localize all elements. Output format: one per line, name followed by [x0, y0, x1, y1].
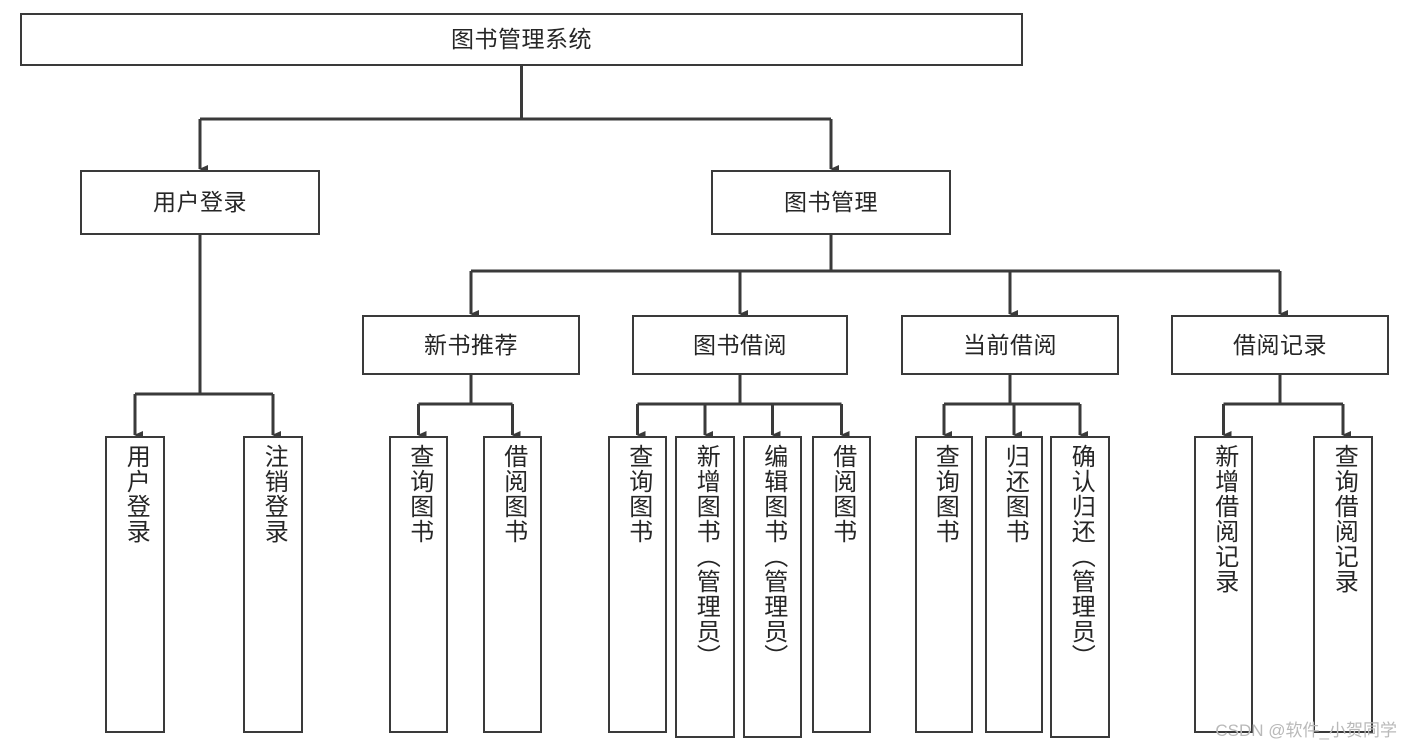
node-label: 查询图书	[624, 444, 652, 544]
node-leaf-rec-add[interactable]: 新增借阅记录	[1194, 436, 1253, 733]
node-leaf-nb-query[interactable]: 查询图书	[389, 436, 448, 733]
node-records[interactable]: 借阅记录	[1171, 315, 1389, 375]
node-label: 查询借阅记录	[1330, 444, 1358, 594]
node-label: 用户登录	[122, 444, 150, 544]
node-leaf-bo-add[interactable]: 新增图书（管理员）	[675, 436, 735, 738]
node-label: 新书推荐	[424, 331, 518, 358]
node-label: 借阅记录	[1233, 331, 1327, 358]
node-label: 注销登录	[260, 444, 288, 544]
node-label: 图书管理系统	[451, 26, 592, 53]
node-label: 当前借阅	[963, 331, 1057, 358]
watermark-text: CSDN @软件_小贺同学	[1215, 721, 1397, 740]
node-leaf-user-login[interactable]: 用户登录	[105, 436, 165, 733]
node-leaf-cu-return[interactable]: 归还图书	[985, 436, 1043, 733]
node-leaf-user-logout[interactable]: 注销登录	[243, 436, 303, 733]
edge-group	[133, 66, 1351, 439]
node-current[interactable]: 当前借阅	[901, 315, 1119, 375]
node-leaf-bo-query[interactable]: 查询图书	[608, 436, 667, 733]
node-bookmgmt[interactable]: 图书管理	[711, 170, 951, 235]
node-label: 图书管理	[784, 189, 878, 216]
node-login[interactable]: 用户登录	[80, 170, 320, 235]
node-label: 新增借阅记录	[1210, 444, 1238, 594]
node-label: 借阅图书	[828, 444, 856, 544]
node-newbook[interactable]: 新书推荐	[362, 315, 580, 375]
node-leaf-rec-query[interactable]: 查询借阅记录	[1313, 436, 1373, 733]
node-label: 借阅图书	[499, 444, 527, 544]
node-leaf-nb-borrow[interactable]: 借阅图书	[483, 436, 542, 733]
node-label: 编辑图书（管理员）	[759, 444, 787, 669]
node-leaf-cu-confirm[interactable]: 确认归还（管理员）	[1050, 436, 1110, 738]
node-label: 确认归还（管理员）	[1067, 444, 1095, 669]
node-label: 用户登录	[153, 189, 247, 216]
node-label: 新增图书（管理员）	[692, 444, 720, 669]
node-leaf-cu-query[interactable]: 查询图书	[915, 436, 973, 733]
node-label: 归还图书	[1001, 444, 1029, 544]
node-label: 查询图书	[931, 444, 959, 544]
node-label: 查询图书	[405, 444, 433, 544]
node-label: 图书借阅	[693, 331, 787, 358]
node-borrow[interactable]: 图书借阅	[632, 315, 848, 375]
node-leaf-bo-edit[interactable]: 编辑图书（管理员）	[743, 436, 802, 738]
node-leaf-bo-borrow[interactable]: 借阅图书	[812, 436, 871, 733]
node-root[interactable]: 图书管理系统	[20, 13, 1023, 66]
